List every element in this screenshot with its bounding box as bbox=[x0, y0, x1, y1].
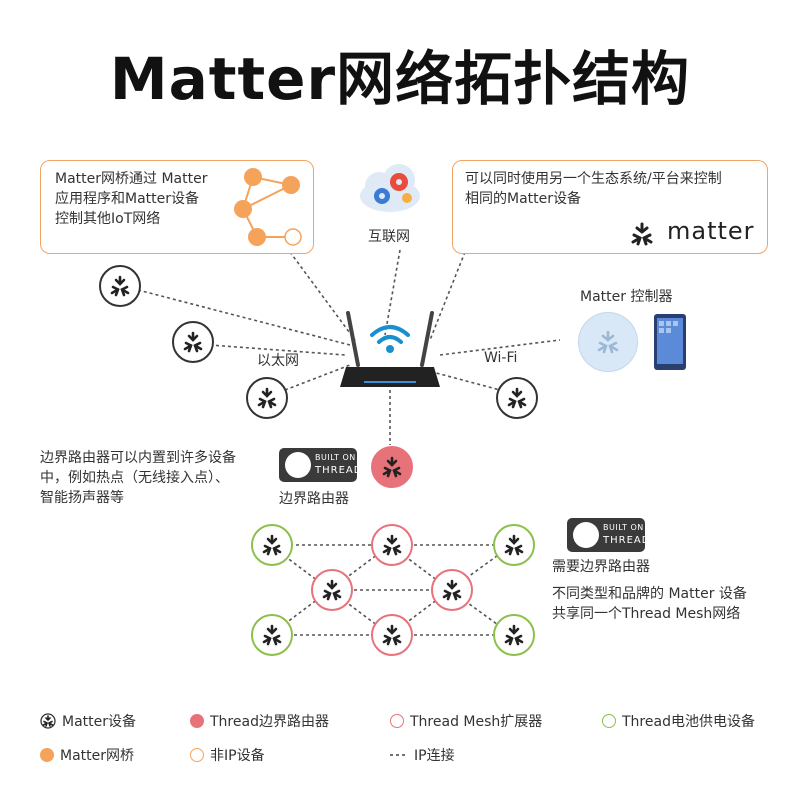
thread-logo-icon bbox=[573, 522, 599, 548]
link-ecosystem-router bbox=[429, 251, 466, 341]
matter-logo-icon bbox=[382, 534, 402, 556]
legend-marker bbox=[190, 748, 204, 762]
legend-item-thread-border-router: Thread边界路由器 bbox=[190, 711, 329, 731]
legend-item-mesh-extender: Thread Mesh扩展器 bbox=[390, 711, 542, 731]
border-router-description: 边界路由器可以内置到许多设备 中，例如热点（无线接入点）、 智能扬声器等 bbox=[40, 450, 236, 506]
matter-logo-icon bbox=[507, 387, 527, 409]
needs-border-router-label: 需要边界路由器 bbox=[552, 559, 650, 575]
legend-marker bbox=[190, 714, 204, 728]
matter-logo-icon bbox=[631, 222, 653, 246]
legend-item-battery-device: Thread电池供电设备 bbox=[602, 711, 755, 731]
matter-logo-icon bbox=[504, 534, 524, 556]
internet-label: 互联网 bbox=[368, 229, 410, 245]
matter-logo-icon bbox=[597, 330, 619, 354]
matter-logo-icon bbox=[183, 331, 203, 353]
ecosystem-info-box: 可以同时使用另一个生态系统/平台来控制 相同的Matter设备 matter bbox=[452, 160, 768, 254]
legend-item-matter-bridge: Matter网桥 bbox=[40, 745, 134, 765]
thread-battery-device bbox=[493, 614, 535, 656]
thread-mesh-extender bbox=[431, 569, 473, 611]
page-title: Matter网络拓扑结构 bbox=[109, 45, 691, 113]
bridge-info-box: Matter网桥通过 Matter 应用程序和Matter设备 控制其他IoT网… bbox=[40, 160, 314, 254]
matter-logo-icon bbox=[262, 624, 282, 646]
bridge-network-icon bbox=[234, 168, 302, 246]
link-eth-1 bbox=[137, 289, 351, 346]
legend-item-matter-device: Matter设备 bbox=[40, 711, 136, 731]
wifi-icon bbox=[370, 325, 410, 344]
legend-item-non-ip-device: 非IP设备 bbox=[190, 745, 265, 765]
matter-brand-text: matter bbox=[667, 217, 755, 245]
controller-label: Matter 控制器 bbox=[580, 289, 673, 305]
cloud-gears-icon bbox=[360, 164, 420, 212]
legend-marker bbox=[602, 714, 616, 728]
matter-logo-icon bbox=[382, 456, 402, 478]
legend-item-ip-link: IP连接 bbox=[390, 745, 455, 765]
thread-mesh-extender bbox=[311, 569, 353, 611]
ethernet-matter-device bbox=[99, 265, 141, 307]
matter-logo-icon bbox=[262, 534, 282, 556]
built-on-thread-badge: BUILT ON THREAD bbox=[567, 518, 649, 552]
thread-battery-device bbox=[251, 524, 293, 566]
link-wifi-device bbox=[424, 369, 501, 391]
thread-battery-device bbox=[251, 614, 293, 656]
link-wifi-controller bbox=[439, 339, 561, 356]
wifi-label: Wi-Fi bbox=[484, 350, 518, 366]
tablet-icon bbox=[654, 314, 686, 370]
ethernet-matter-device bbox=[172, 321, 214, 363]
bridge-info-text: Matter网桥通过 Matter 应用程序和Matter设备 控制其他IoT网… bbox=[55, 171, 208, 227]
thread-mesh-extender bbox=[371, 524, 413, 566]
matter-logo-icon bbox=[257, 387, 277, 409]
link-internet-router bbox=[384, 249, 401, 336]
matter-logo-icon bbox=[110, 275, 130, 297]
thread-border-router bbox=[371, 446, 413, 488]
router-icon bbox=[340, 311, 440, 387]
thread-logo-icon bbox=[285, 452, 311, 478]
mesh-description: 不同类型和品牌的 Matter 设备 共享同一个Thread Mesh网络 bbox=[552, 586, 747, 622]
ethernet-label: 以太网 bbox=[257, 353, 299, 369]
link-bridge-router bbox=[289, 251, 356, 341]
legend-marker bbox=[390, 714, 404, 728]
matter-logo-icon bbox=[322, 579, 342, 601]
thread-mesh-extender bbox=[371, 614, 413, 656]
matter-logo-icon bbox=[504, 624, 524, 646]
legend-marker bbox=[40, 748, 54, 762]
dashed-line-marker bbox=[390, 754, 408, 756]
matter-logo-icon bbox=[382, 624, 402, 646]
link-eth-2 bbox=[209, 344, 346, 356]
ecosystem-info-text: 可以同时使用另一个生态系统/平台来控制 相同的Matter设备 bbox=[465, 171, 722, 207]
matter-logo-icon bbox=[40, 713, 56, 729]
matter-logo-icon bbox=[442, 579, 462, 601]
thread-battery-device bbox=[493, 524, 535, 566]
wifi-matter-device bbox=[496, 377, 538, 419]
smart-speaker bbox=[578, 312, 638, 372]
built-on-thread-badge: BUILT ON THREAD bbox=[279, 448, 361, 482]
ethernet-matter-device bbox=[246, 377, 288, 419]
border-router-label: 边界路由器 bbox=[279, 491, 349, 507]
